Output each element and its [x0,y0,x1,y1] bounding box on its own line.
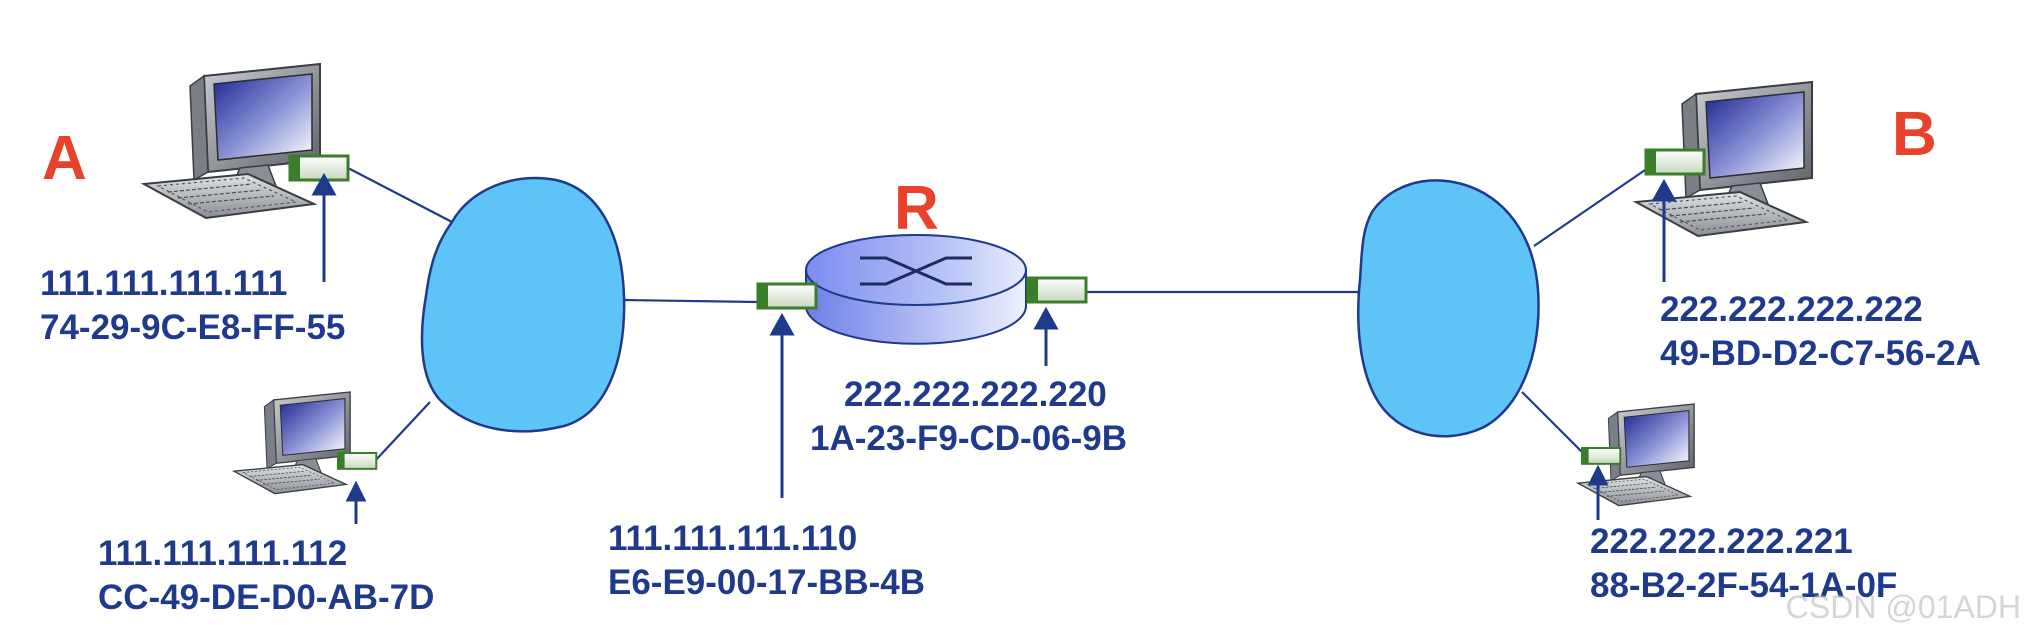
link-host-a [347,167,453,223]
router-left-mac: E6-E9-00-17-BB-4B [608,563,926,602]
host-b2-interface-icon [1581,447,1622,465]
host-a-address: 111.111.111.111 74-29-9C-E8-FF-55 [40,262,345,350]
host-b-address: 222.222.222.222 49-BD-D2-C7-56-2A [1660,288,1981,376]
host-b-interface-icon [1644,148,1706,176]
host-b-ip: 222.222.222.222 [1660,290,1923,329]
router-right-address: 222.222.222.220 1A-23-F9-CD-06-9B [810,373,1127,461]
link-host-a2 [373,401,431,463]
host-b-mac: 49-BD-D2-C7-56-2A [1660,334,1981,373]
host-a-ip: 111.111.111.111 [40,264,288,303]
host-b2-ip: 222.222.222.221 [1590,522,1853,561]
router-icon [805,234,1027,345]
watermark: CSDN @01ADH [1785,589,2021,625]
router-right-ip: 222.222.222.220 [844,375,1107,414]
host-a2-mac: CC-49-DE-D0-AB-7D [98,578,435,617]
host-b2-mac: 88-B2-2F-54-1A-0F [1590,566,1898,605]
link-host-b [1533,167,1649,247]
link-lan-router [623,298,759,304]
right-lan-cloud [1357,179,1540,438]
router-right-mac: 1A-23-F9-CD-06-9B [810,419,1128,458]
router-left-interface-icon [756,282,818,310]
link-lines [347,167,1649,463]
link-host-b2 [1521,391,1585,455]
host-b2-address: 222.222.222.221 88-B2-2F-54-1A-0F [1590,520,1897,608]
host-a2-ip: 111.111.111.112 [98,534,348,573]
host-a2-interface-icon [337,452,378,470]
host-a-interface-icon [288,154,350,182]
host-a2-computer-icon [233,391,351,495]
left-lan-cloud [420,176,626,433]
router-left-ip: 111.111.111.110 [608,519,858,558]
host-b-label: B [1892,100,1937,169]
router-left-address: 111.111.111.110 E6-E9-00-17-BB-4B [608,517,925,605]
router-right-interface-icon [1026,276,1088,304]
router-label: R [894,174,939,243]
host-a-label: A [42,124,87,193]
interface-pointers [311,172,1677,524]
host-a-computer-icon [143,63,321,219]
host-a2-address: 111.111.111.112 CC-49-DE-D0-AB-7D [98,532,434,620]
host-a-mac: 74-29-9C-E8-FF-55 [40,308,346,347]
